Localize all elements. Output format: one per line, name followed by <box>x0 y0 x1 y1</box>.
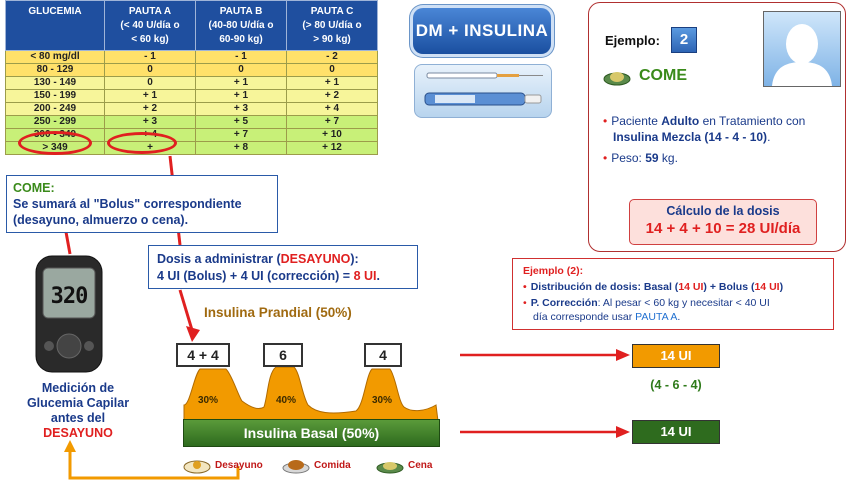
person-silhouette-icon <box>772 24 832 86</box>
glucose-meter-icon <box>35 255 103 373</box>
table-row: 150 - 199+ 1+ 1+ 2 <box>5 89 378 103</box>
example-2-bullet-distribution: •Distribución de dosis: Basal (14 UI) + … <box>523 281 784 293</box>
example-panel: Ejemplo: 2 COME •Paciente Adulto en Trat… <box>588 2 846 252</box>
example-number-badge: 2 <box>671 27 697 53</box>
dm-insulina-badge: DM + INSULINA <box>413 8 551 54</box>
connector-dose-to-graph <box>178 289 194 331</box>
come-line-2: (desayuno, almuerzo o cena). <box>13 213 189 227</box>
prandial-total-box: 14 UI <box>632 344 720 368</box>
meal-desayuno: Desayuno <box>183 456 263 474</box>
peak-pct-3: 30% <box>372 395 392 406</box>
table-row: 200 - 249+ 2+ 3+ 4 <box>5 102 378 116</box>
avatar <box>763 11 841 87</box>
insulin-pen-image <box>414 64 552 118</box>
example-2-bullet-correction: •P. Corrección: Al pesar < 60 kg y neces… <box>523 297 770 323</box>
glucose-meter: 320 <box>30 254 110 374</box>
example-2-box: Ejemplo (2): •Distribución de dosis: Bas… <box>512 258 834 330</box>
example-label: Ejemplo: <box>605 33 660 48</box>
basal-total-box: 14 UI <box>632 420 720 444</box>
arrow-head-icon <box>616 349 630 361</box>
orange-arrow-up-icon <box>64 440 76 452</box>
calc-value: 14 + 4 + 10 = 28 UI/día <box>645 220 801 237</box>
come-line-1: Se sumará al "Bolus" correspondiente <box>13 197 242 211</box>
peak-pct-2: 40% <box>276 395 296 406</box>
dose-breakfast: 4 + 4 <box>176 343 230 367</box>
example-bullet-weight: •Peso: 59 kg. <box>603 151 678 165</box>
connector-come-to-meter <box>64 231 72 255</box>
dinner-icon <box>376 462 404 474</box>
prandial-curve: 30% 40% 30% <box>183 366 439 421</box>
example-bullet-patient: •Paciente Adulto en Tratamiento con Insu… <box>603 114 806 144</box>
insulin-pen-icon <box>424 72 543 106</box>
meal-plate-icon <box>603 72 631 86</box>
table-row: < 80 mg/dl- 1- 1- 2 <box>5 50 378 64</box>
dose-calculation-box: Cálculo de la dosis 14 + 4 + 10 = 28 UI/… <box>629 199 817 245</box>
breakfast-icon <box>183 460 211 474</box>
prandial-label: Insulina Prandial (50%) <box>204 305 352 320</box>
meter-caption: Medición de Glucemia Capilar antes del D… <box>26 381 130 440</box>
highlight-pauta-a-ellipse <box>107 132 177 154</box>
dose-lunch: 6 <box>263 343 303 367</box>
arrow-head-icon <box>186 326 200 342</box>
example-2-title: Ejemplo (2): <box>523 265 584 277</box>
header-glucemia: GLUCEMIA <box>5 0 105 51</box>
come-title: COME: <box>13 181 55 195</box>
meter-reading: 320 <box>50 284 89 309</box>
highlight-glucemia-ellipse <box>18 131 92 155</box>
dose-dinner: 4 <box>364 343 402 367</box>
come-info-box: COME: Se sumará al "Bolus" correspondien… <box>6 175 278 233</box>
basal-insulin-bar: Insulina Basal (50%) <box>183 419 440 447</box>
arrow-head-icon <box>616 426 630 438</box>
dose-admin-box: Dosis a administrar (DESAYUNO): 4 UI (Bo… <box>148 245 418 289</box>
header-pauta-c: PAUTA C(> 80 U/día o> 90 kg) <box>286 0 378 51</box>
table-row: 250 - 299+ 3+ 5+ 7 <box>5 115 378 129</box>
lunch-icon <box>282 460 310 474</box>
meal-cena: Cena <box>376 456 432 474</box>
calc-title: Cálculo de la dosis <box>666 204 780 218</box>
orange-loop-line <box>68 448 240 480</box>
meal-comida: Comida <box>282 456 351 474</box>
peak-pct-1: 30% <box>198 395 218 406</box>
example-come-label: COME <box>639 67 687 84</box>
prandial-split: (4 - 6 - 4) <box>650 378 702 392</box>
